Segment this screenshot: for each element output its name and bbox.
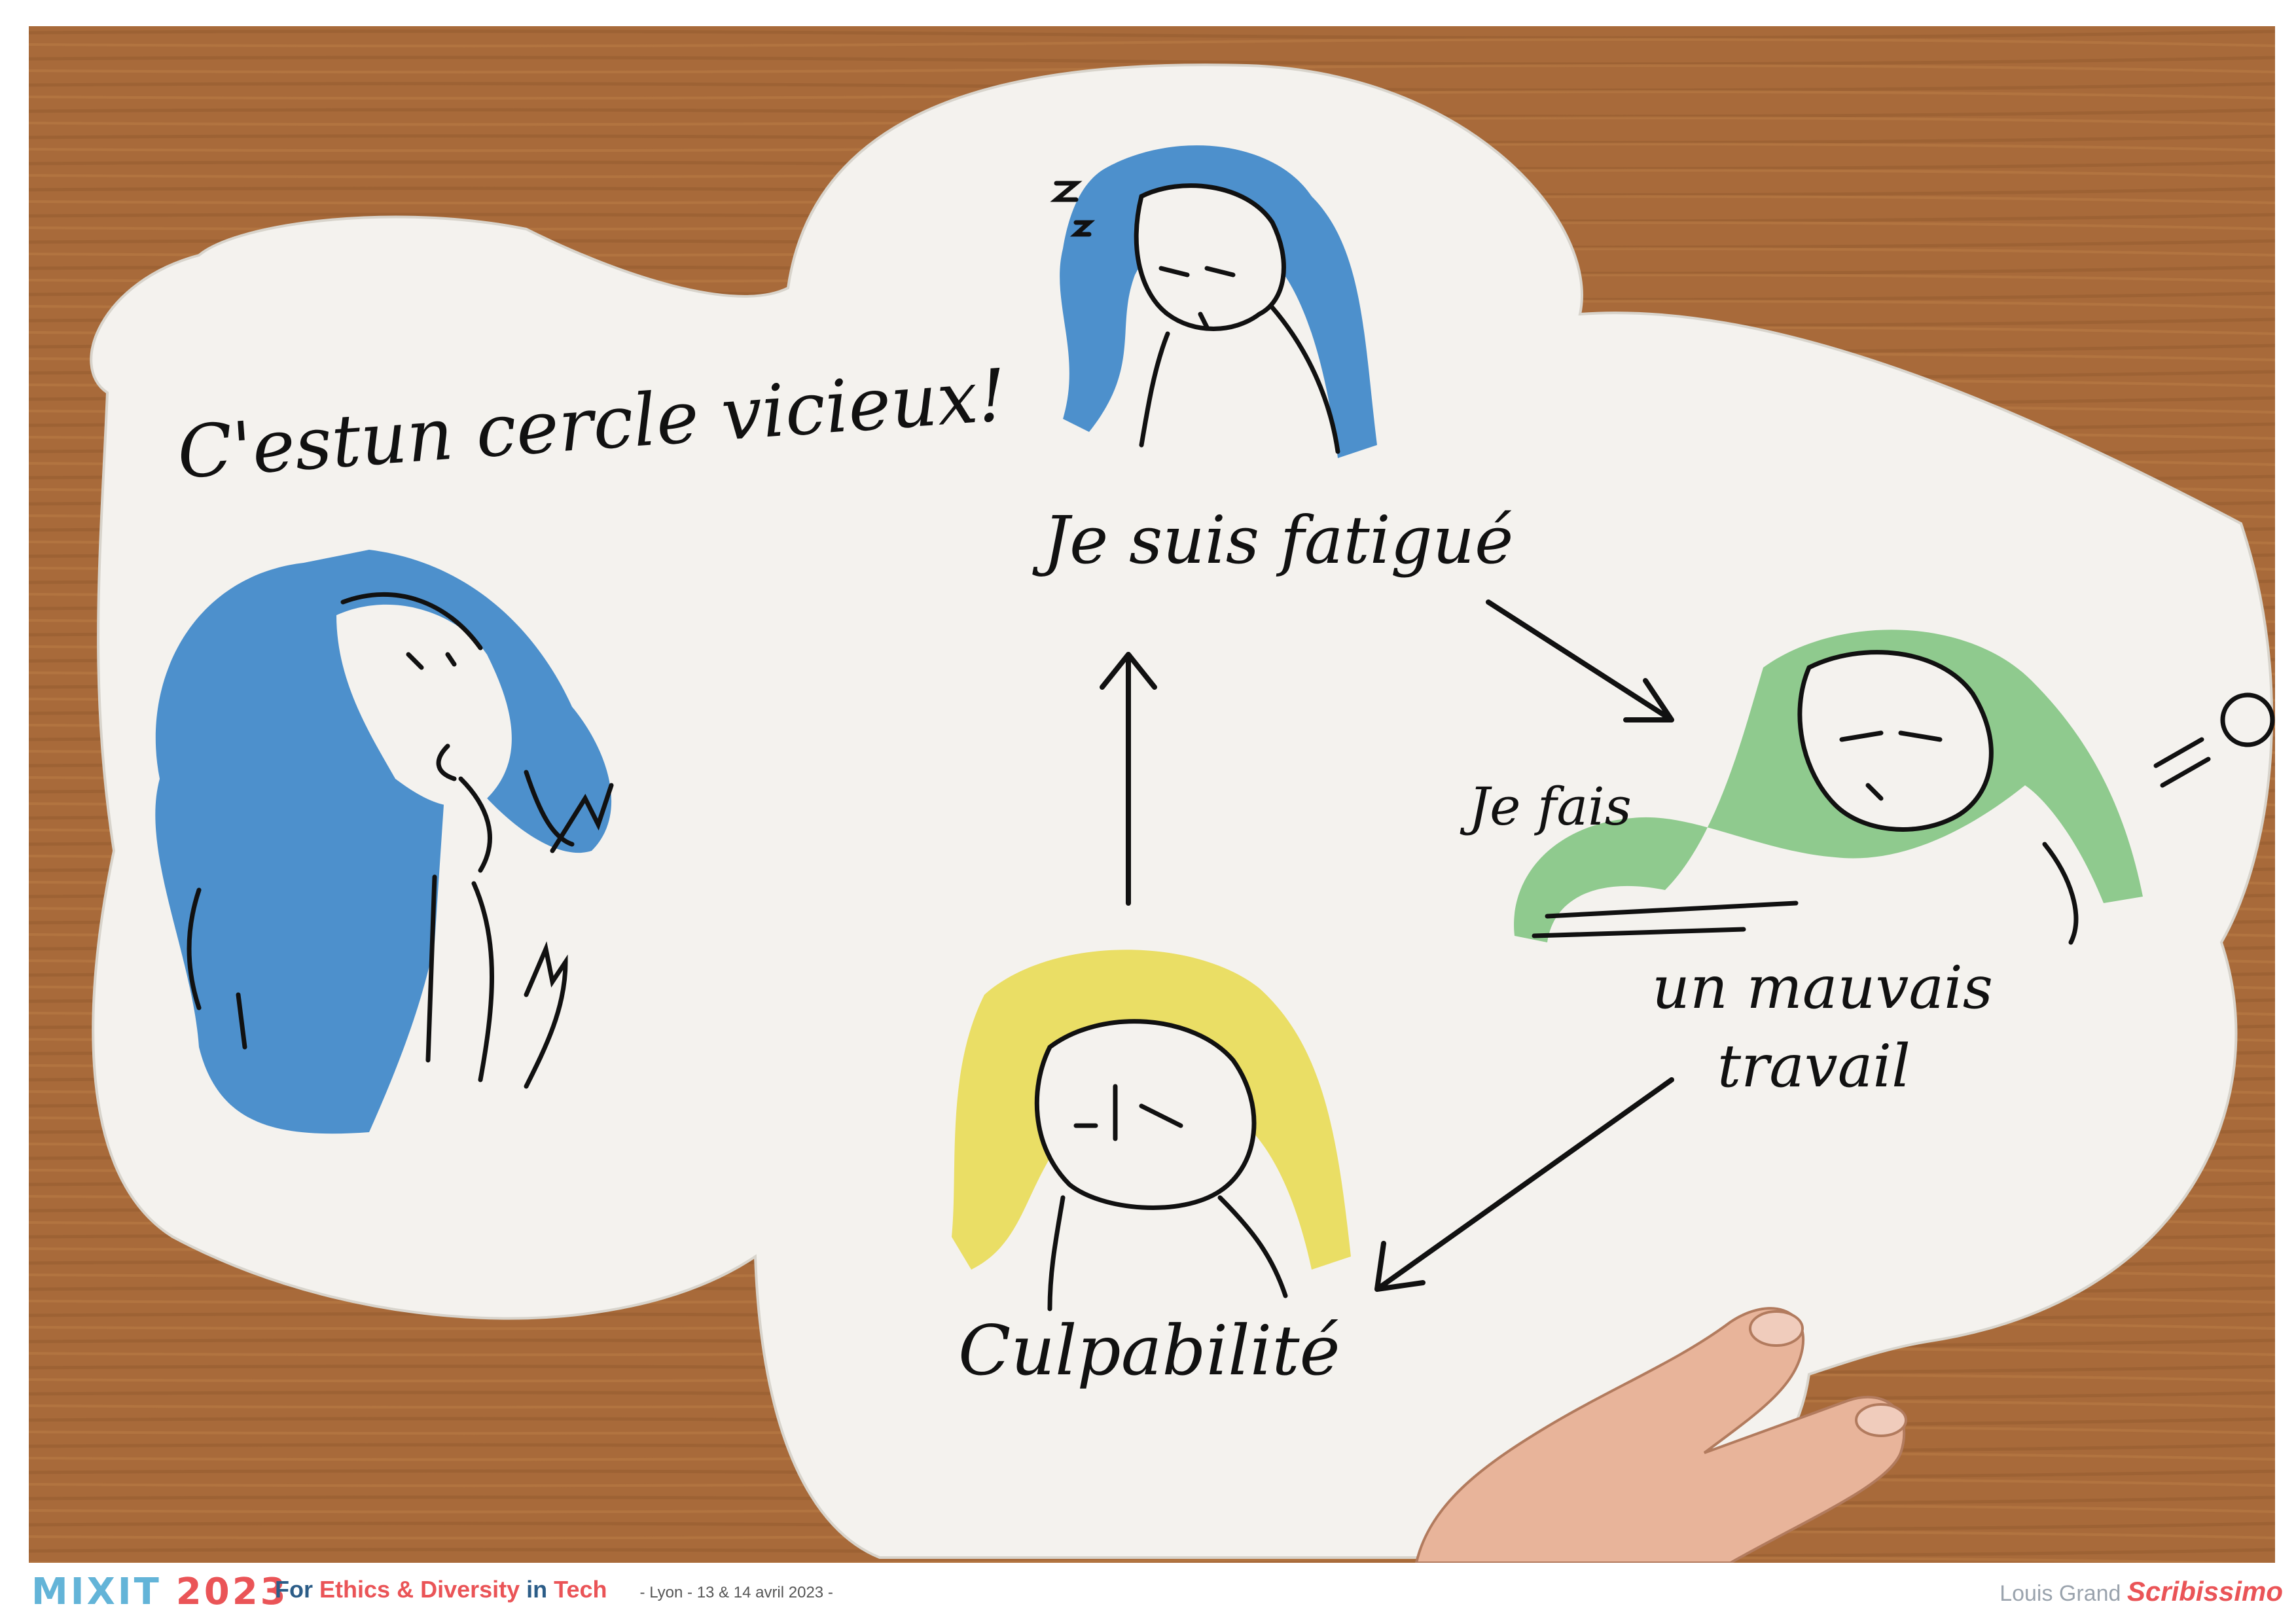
guilty-character <box>952 950 1351 1311</box>
bad-work-label-1: Je fais <box>1460 776 1632 837</box>
hand <box>1414 1307 1907 1563</box>
guilt-label: Culpabilité <box>958 1311 1340 1391</box>
event-logo: MIXIT 2023 <box>31 1571 289 1613</box>
tagline-ethics: Ethics <box>319 1576 391 1603</box>
location-dates: - Lyon - 13 & 14 avril 2023 - <box>639 1584 833 1601</box>
tired-character <box>1050 145 1377 458</box>
tagline-part2: in <box>520 1576 554 1603</box>
footer-bar: MIXIT 2023 For Ethics & Diversity in Tech… <box>0 1563 2296 1623</box>
cycle-arrows <box>1100 599 1674 1292</box>
event-year: 2023 <box>175 1571 289 1613</box>
bad-work-label-3: travail <box>1717 1032 1910 1101</box>
cloud-paper <box>90 63 2274 1559</box>
tagline-tech: Tech <box>554 1576 607 1603</box>
angry-character <box>1514 630 2275 945</box>
arrow-badwork-to-guilt <box>1374 1077 1674 1292</box>
artist-brand: Scribissimo <box>2126 1576 2283 1607</box>
photo: C'estun cercle vicieux! Je suis fatigué … <box>29 26 2275 1563</box>
blue-hair-character <box>155 550 614 1134</box>
artist-credit: Louis Grand Scribissimo <box>2000 1576 2283 1607</box>
artist-name: Louis Grand <box>2000 1581 2121 1606</box>
tagline-part1: For <box>275 1576 319 1603</box>
bad-work-label-2: un mauvais <box>1652 954 1993 1022</box>
arrow-guilt-to-tired <box>1100 652 1157 906</box>
tagline-amp: & <box>397 1576 414 1603</box>
arrow-tired-to-badwork <box>1486 599 1674 722</box>
tired-label: Je suis fatigué <box>1032 502 1513 579</box>
event-name: MIXIT <box>31 1571 162 1613</box>
tagline-diversity: Diversity <box>420 1576 520 1603</box>
event-tagline: For Ethics & Diversity in Tech - Lyon - … <box>275 1576 833 1603</box>
